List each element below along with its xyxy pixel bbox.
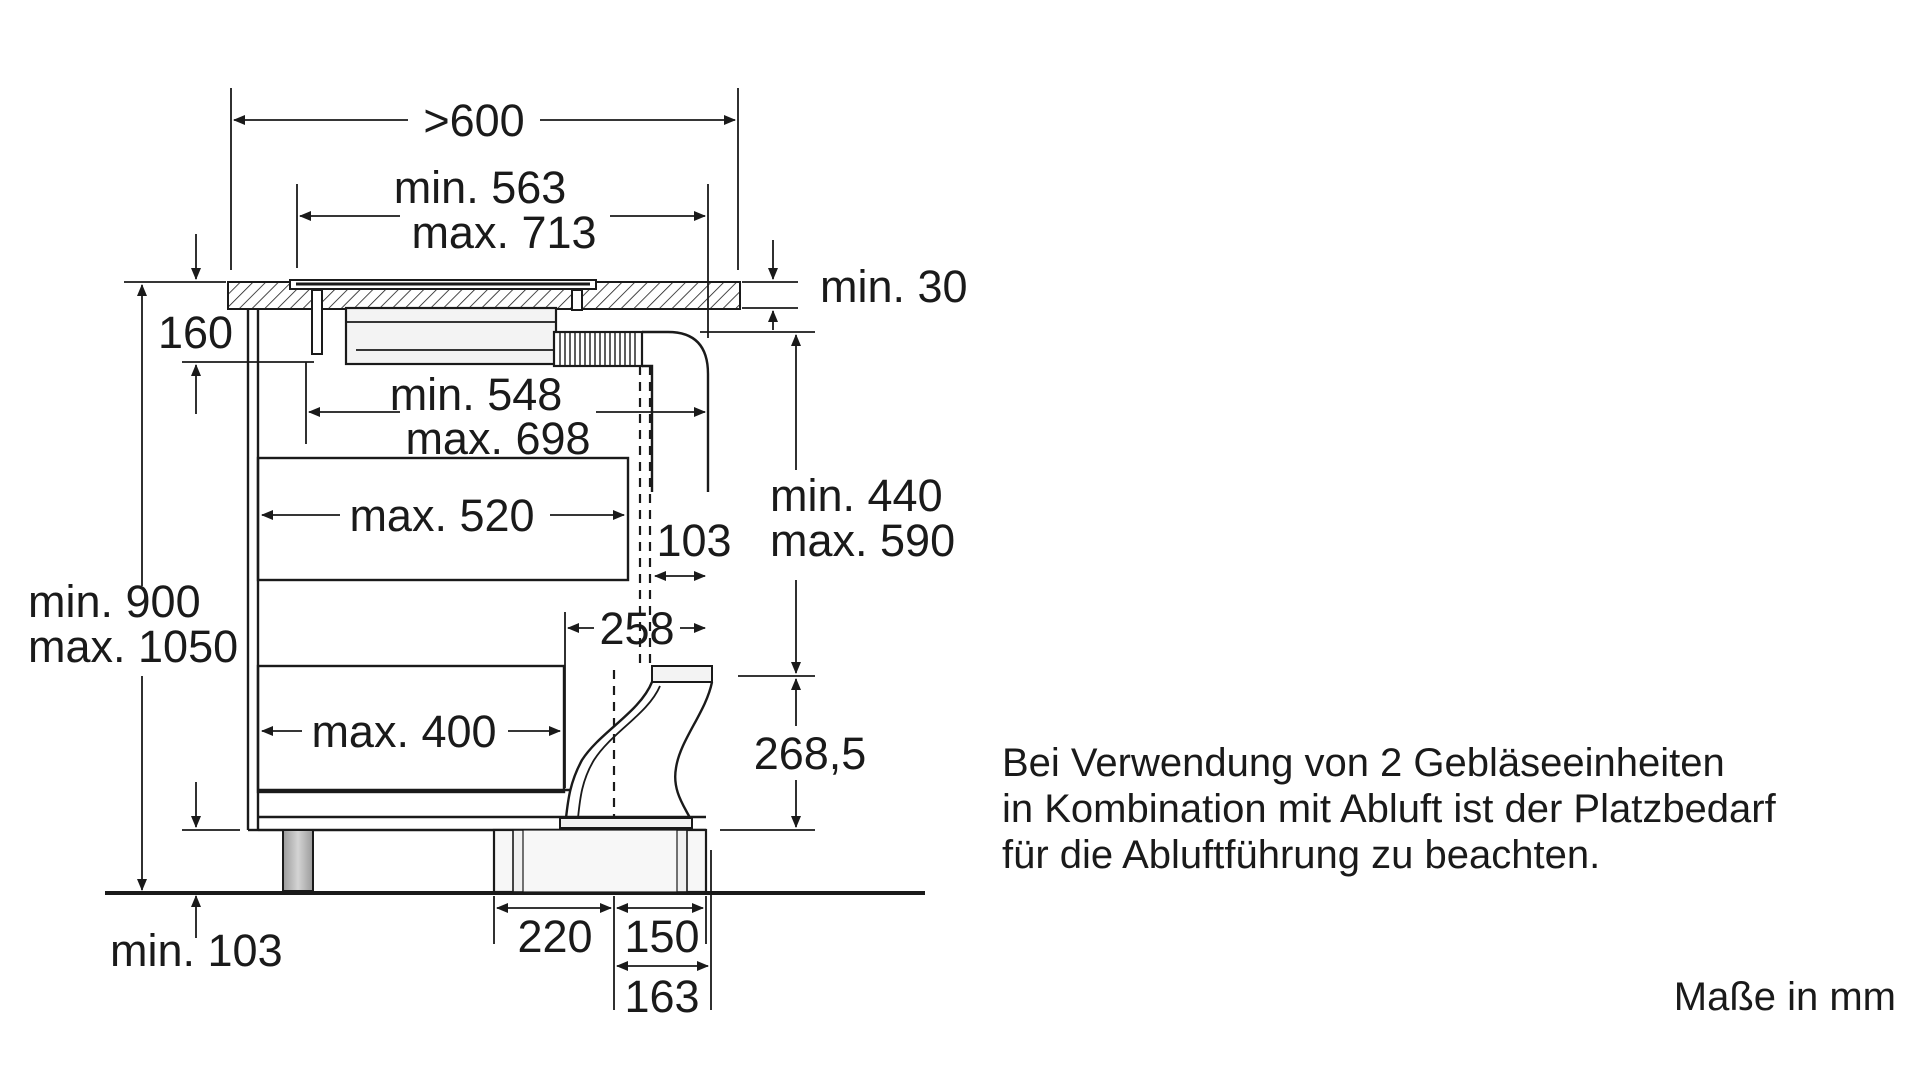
cabinet-leg [282,829,314,892]
dim-duct-gap: 103 [656,515,731,566]
dim-bottom-220: 220 [517,911,592,962]
dim-160: 160 [158,307,233,358]
dim-bottom-163: 163 [624,971,699,1022]
dimension-lines [124,88,815,1010]
note-line-2: in Kombination mit Abluft ist der Platzb… [1002,787,1777,831]
dim-bottom-150: 150 [624,911,699,962]
dim-inner-max: max. 698 [405,413,590,464]
dim-plinth-min: min. 103 [110,925,283,976]
note-line-1: Bei Verwendung von 2 Gebläseeinheiten [1002,741,1725,785]
dim-cabinet-height-min: min. 900 [28,576,201,627]
dim-cutout-min: min. 563 [394,162,567,213]
dim-duct-offset: 258 [599,603,674,654]
worktop [227,279,741,310]
dim-cutout-max: max. 713 [411,207,596,258]
note-line-3: für die Abluftführung zu beachten. [1002,833,1600,877]
dim-plinth-height: 268,5 [754,728,867,779]
dim-overall-width: >600 [423,95,524,146]
duct-elbow [492,665,714,895]
dim-inner-min: min. 548 [390,369,563,420]
dim-worktop-thickness: min. 30 [820,261,968,312]
cooktop-unit [311,289,583,366]
fan-unit-hose [552,330,710,670]
dim-drawer-upper: max. 520 [349,490,534,541]
dim-drawer-lower: max. 400 [311,706,496,757]
dim-cabinet-height-max: max. 1050 [28,621,238,672]
units-label: Maße in mm [1674,975,1896,1019]
dim-height-side-max: max. 590 [770,515,955,566]
dim-height-side-min: min. 440 [770,470,943,521]
